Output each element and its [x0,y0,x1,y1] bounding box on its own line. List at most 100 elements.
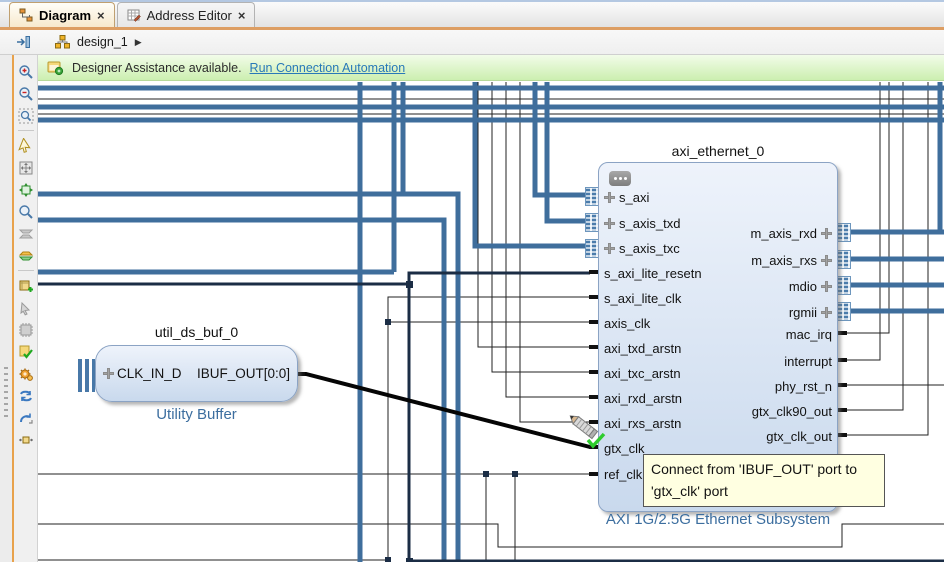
port-axi-rxs-arstn[interactable]: axi_rxs_arstn [604,414,681,432]
s-axis-txc-interface-connector[interactable] [585,239,599,258]
ethernet-block-instance-name[interactable]: axi_ethernet_0 [671,143,765,159]
navy-nets[interactable] [38,271,944,562]
port-gtx-clk-out[interactable]: gtx_clk_out [766,427,832,445]
auto-fit-selection-icon[interactable] [16,180,36,199]
port-s-axi-lite-clk[interactable]: s_axi_lite_clk [604,289,681,307]
port-stub[interactable] [589,370,598,374]
close-icon[interactable]: × [237,7,246,23]
util-block-instance-name[interactable]: util_ds_buf_0 [154,324,239,340]
diagram-toolbar [14,55,38,562]
breadcrumb-design-name[interactable]: design_1 [77,35,128,49]
tab-diagram[interactable]: Diagram × [9,2,115,27]
util-port-ibuf-out[interactable]: IBUF_OUT[0:0] [196,366,290,381]
blue-bus-nets[interactable] [38,82,944,562]
expand-plus-icon[interactable] [821,254,832,266]
block-options-button[interactable] [609,171,631,186]
port-stub[interactable] [589,345,598,349]
axi-ethernet-block[interactable]: s_axi s_axis_txd s_axis_txc s_axi_lite_r… [598,162,838,512]
expand-hierarchy-icon[interactable] [16,246,36,265]
wires-svg [38,82,944,562]
thin-nets[interactable] [38,82,944,562]
designer-assistance-banner: Designer Assistance available. Run Conne… [38,55,944,81]
s-axis-txd-interface-connector[interactable] [585,213,599,232]
ref-clk-stub[interactable] [589,472,598,476]
util-port-clk-in-d[interactable]: CLK_IN_D [117,366,182,381]
port-label: axi_rxd_arstn [604,390,683,406]
port-axi-rxd-arstn[interactable]: axi_rxd_arstn [604,389,682,407]
panel-grip-handle[interactable] [4,367,8,417]
fit-to-window-icon[interactable] [16,158,36,177]
port-stub[interactable] [838,408,847,412]
port-label: rgmii [788,304,817,320]
make-external-icon[interactable] [16,298,36,317]
search-icon[interactable] [16,202,36,221]
port-stub[interactable] [589,320,598,324]
port-stub[interactable] [589,420,598,424]
port-label: phy_rst_n [774,378,832,394]
diagram-icon [19,8,33,22]
port-s-axi-lite-resetn[interactable]: s_axi_lite_resetn [604,264,702,282]
rgmii-interface-connector[interactable] [837,302,851,321]
expand-plus-icon[interactable] [821,306,832,318]
settings-icon[interactable] [16,364,36,383]
port-stub[interactable] [838,433,847,437]
expand-plus-icon[interactable] [604,217,615,229]
left-panel-strip [0,55,14,562]
mdio-interface-connector[interactable] [837,276,851,295]
regenerate-layout-icon[interactable] [16,386,36,405]
expand-plus-icon[interactable] [821,227,832,239]
breadcrumb-expand-arrow[interactable]: ▶ [134,36,142,47]
port-axi-txc-arstn[interactable]: axi_txc_arstn [604,364,681,382]
port-m-axis-rxd[interactable]: m_axis_rxd [751,224,832,242]
redo-icon[interactable] [16,408,36,427]
port-ref-clk[interactable]: ref_clk [604,465,642,483]
s-axi-interface-connector[interactable] [585,187,599,206]
port-stub[interactable] [838,383,847,387]
port-stub[interactable] [589,270,598,274]
ibuf-out-stub[interactable] [296,372,305,376]
select-pointer-icon[interactable] [16,136,36,155]
port-m-axis-rxs[interactable]: m_axis_rxs [751,251,832,269]
port-stub[interactable] [589,395,598,399]
zoom-out-icon[interactable] [16,84,36,103]
util-port-row[interactable]: CLK_IN_D IBUF_OUT[0:0] [96,346,297,401]
run-connection-automation-link[interactable]: Run Connection Automation [249,60,406,75]
expand-plus-icon[interactable] [604,242,615,254]
port-stub[interactable] [838,358,847,362]
collapse-hierarchy-icon[interactable] [16,224,36,243]
banner-message: Designer Assistance available. [72,60,242,75]
port-stub[interactable] [838,331,847,335]
port-label: s_axis_txd [619,215,681,231]
add-ip-icon[interactable] [16,276,36,295]
validate-design-icon[interactable] [16,342,36,361]
port-interrupt[interactable]: interrupt [784,352,832,370]
port-stub[interactable] [589,295,598,299]
clk-in-d-interface-connector[interactable] [78,359,95,392]
port-s-axis-txc[interactable]: s_axis_txc [604,239,680,257]
zoom-fit-selection-icon[interactable] [16,106,36,125]
port-axis-clk[interactable]: axis_clk [604,314,650,332]
m-axis-rxd-interface-connector[interactable] [837,223,851,242]
port-mac-irq[interactable]: mac_irq [786,325,832,343]
diagram-canvas[interactable]: Designer Assistance available. Run Conne… [38,55,944,562]
close-icon[interactable]: × [97,7,105,23]
expand-plus-icon[interactable] [821,280,832,292]
zoom-in-icon[interactable] [16,62,36,81]
dock-icon[interactable] [16,35,31,49]
port-s-axi[interactable]: s_axi [604,188,649,206]
port-phy-rst-n[interactable]: phy_rst_n [775,377,832,395]
port-axi-txd-arstn[interactable]: axi_txd_arstn [604,339,681,357]
port-rgmii[interactable]: rgmii [789,303,832,321]
ethernet-block-type-label: AXI 1G/2.5G Ethernet Subsystem [605,511,831,528]
port-s-axis-txd[interactable]: s_axis_txd [604,214,680,232]
port-mdio[interactable]: mdio [789,277,832,295]
expand-interfaces-icon[interactable] [16,430,36,449]
port-gtx-clk[interactable]: gtx_clk [604,439,644,457]
m-axis-rxs-interface-connector[interactable] [837,250,851,269]
port-gtx-clk90-out[interactable]: gtx_clk90_out [752,402,832,420]
expand-plus-icon[interactable] [604,191,615,203]
util-ds-buf-block[interactable]: CLK_IN_D IBUF_OUT[0:0] [95,345,298,402]
tab-address-editor[interactable]: Address Editor × [116,2,256,27]
ip-settings-icon[interactable] [16,320,36,339]
expand-plus-icon[interactable] [103,368,114,379]
